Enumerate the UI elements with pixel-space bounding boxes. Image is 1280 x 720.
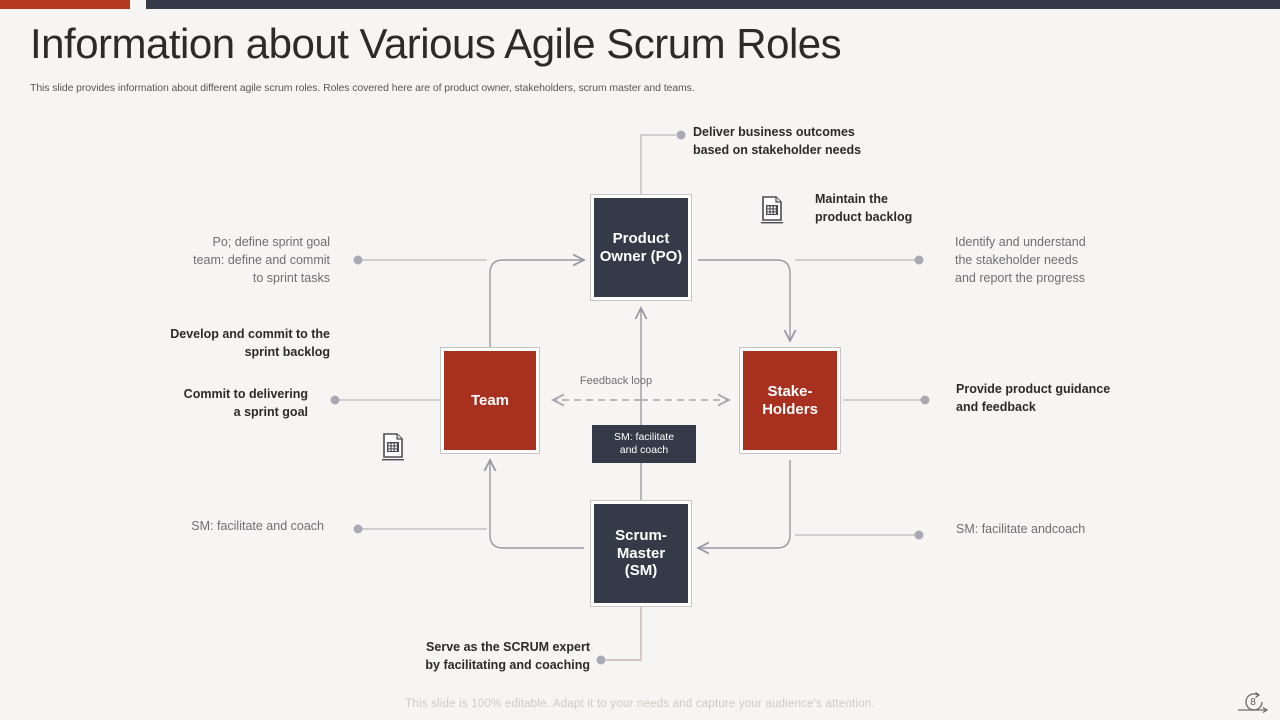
scrum-roles-diagram: Product Owner (PO) Team Stake- Holders S… xyxy=(0,105,1280,685)
feedback-loop-label: Feedback loop xyxy=(579,375,653,387)
callout-develop-commit-sprint-backlog: Develop and commit to the sprint backlog xyxy=(170,327,330,360)
role-box-stakeholders[interactable]: Stake- Holders xyxy=(740,348,840,453)
role-box-product-owner-label: Product Owner (PO) xyxy=(599,229,683,265)
callout-sm-facilitate-right: SM: facilitate andcoach xyxy=(956,522,1086,536)
page-number: 8 xyxy=(1250,697,1256,708)
callout-provide-product-guidance: Provide product guidance and feedback xyxy=(956,382,1111,415)
cycle-arrow-icon xyxy=(1238,691,1269,714)
callout-identify-stakeholder-needs: Identify and understand the stakeholder … xyxy=(955,235,1086,286)
role-box-scrum-master-label: Scrum- Master (SM) xyxy=(615,526,667,580)
page-title: Information about Various Agile Scrum Ro… xyxy=(30,20,842,67)
callout-commit-to-delivering: Commit to delivering a sprint goal xyxy=(183,387,308,420)
callout-serve-as-scrum-expert: Serve as the SCRUM expert by facilitatin… xyxy=(425,640,590,673)
top-accent-bar-gap xyxy=(130,0,146,9)
scrum-master-note-text: SM: facilitate and coach xyxy=(613,430,675,456)
callout-deliver-business-outcomes: Deliver business outcomes based on stake… xyxy=(693,125,862,158)
footer-editable-note: This slide is 100% editable. Adapt it to… xyxy=(405,698,875,710)
role-box-team[interactable]: Team xyxy=(441,348,539,453)
page-subtitle: This slide provides information about di… xyxy=(30,82,695,94)
top-accent-bar-red-segment xyxy=(0,0,130,9)
top-accent-bar xyxy=(0,0,1280,9)
scrum-master-note-box: SM: facilitate and coach xyxy=(592,425,696,463)
document-backlog-icon xyxy=(761,196,783,224)
callout-po-define-sprint-goal: Po; define sprint goal team: define and … xyxy=(193,235,330,286)
callout-sm-facilitate-left: SM: facilitate and coach xyxy=(191,519,324,533)
connector-wires xyxy=(330,130,930,665)
document-backlog-icon xyxy=(382,433,404,461)
role-box-scrum-master[interactable]: Scrum- Master (SM) xyxy=(591,501,691,606)
callout-maintain-product-backlog: Maintain the product backlog xyxy=(815,192,913,225)
role-box-product-owner[interactable]: Product Owner (PO) xyxy=(591,195,691,300)
role-box-stakeholders-label: Stake- Holders xyxy=(762,382,818,418)
role-box-team-label: Team xyxy=(470,391,510,409)
